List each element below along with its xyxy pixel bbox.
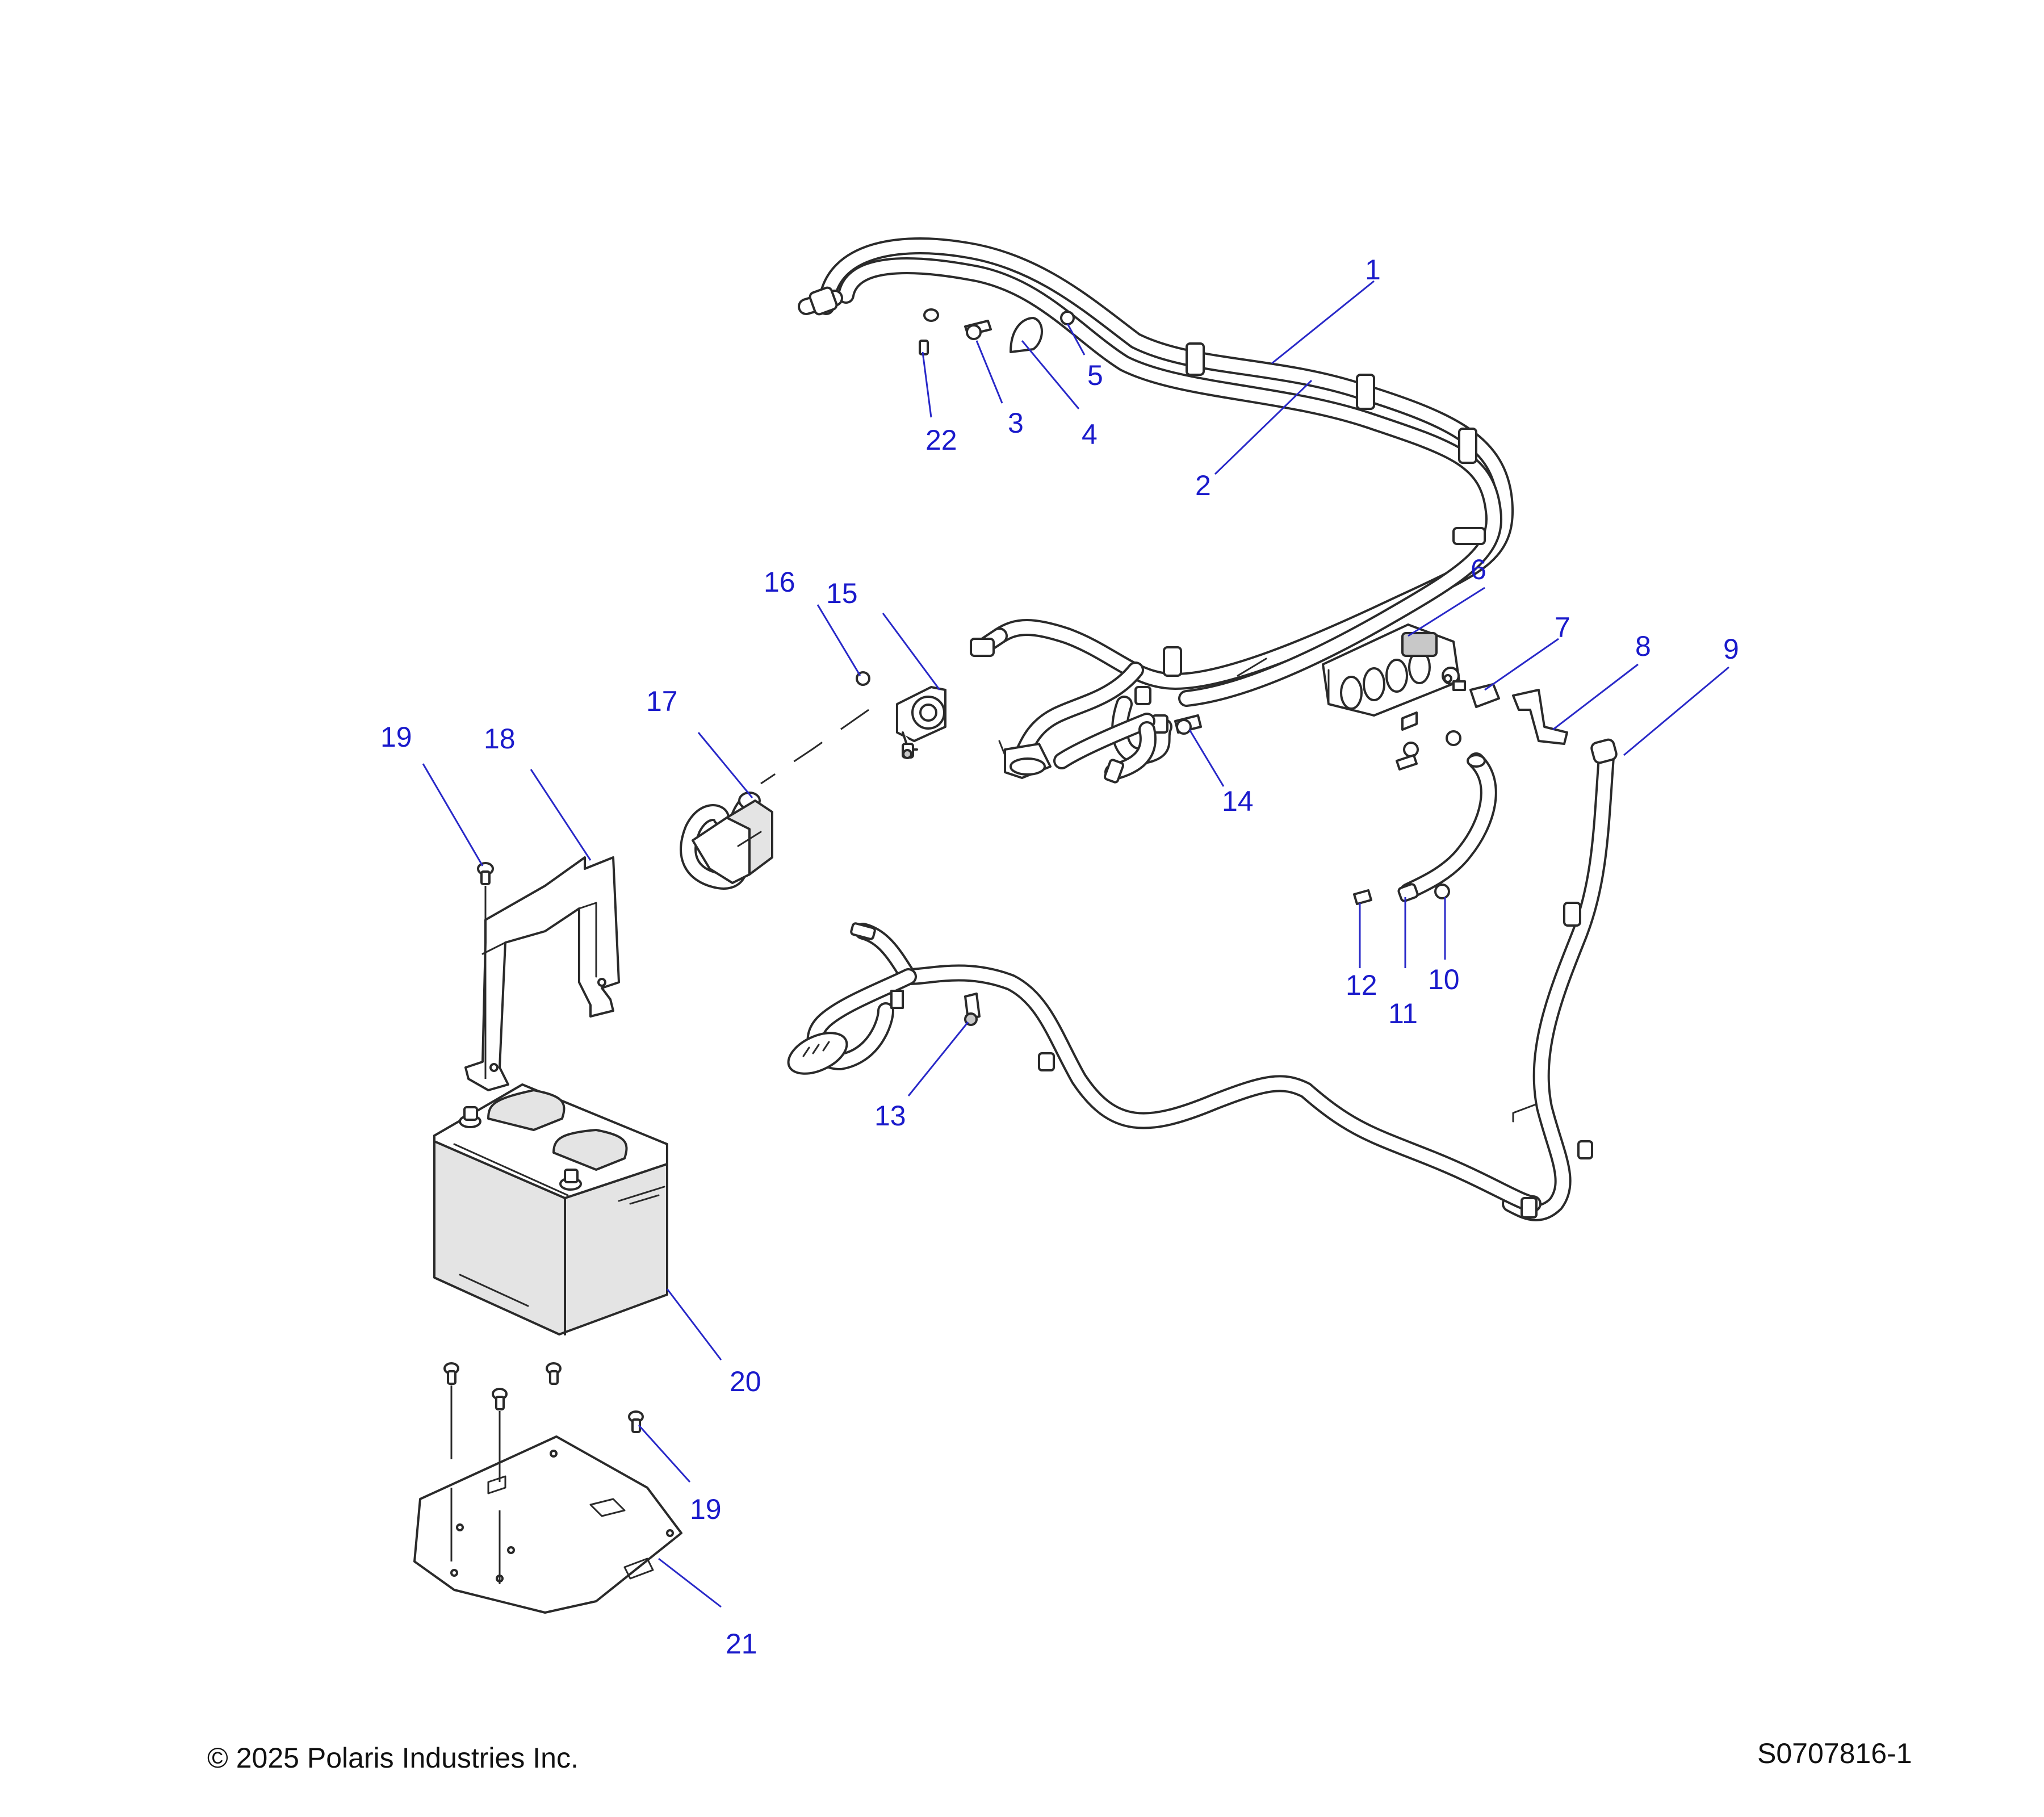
callout-12: 12: [1346, 969, 1377, 1001]
leader-lines: [422, 280, 1729, 1608]
pin-22: [919, 340, 929, 355]
battery-cable-9: [1502, 738, 1618, 1221]
callout-15: 15: [826, 577, 858, 609]
callout-4: 4: [1082, 418, 1098, 450]
callout-16: 16: [764, 566, 795, 598]
callout-21: 21: [726, 1628, 757, 1660]
copyright-text: © 2025 Polaris Industries Inc.: [207, 1742, 579, 1774]
callout-numbers: 1 2 3 4 5 6 7 8 9 10 11 12 13 14 15 16 1…: [380, 254, 1739, 1660]
callout-20: 20: [730, 1366, 761, 1397]
callout-10: 10: [1428, 964, 1460, 995]
callout-14: 14: [1222, 785, 1254, 817]
callout-11: 11: [1388, 998, 1418, 1029]
nut-5: [1060, 311, 1075, 325]
callout-5: 5: [1087, 359, 1103, 391]
callout-18: 18: [484, 723, 516, 755]
callout-13: 13: [874, 1100, 906, 1132]
power-distribution-block: [1322, 623, 1466, 771]
battery-20: [433, 1083, 668, 1335]
main-harness: [798, 237, 1514, 779]
callout-3: 3: [1008, 407, 1024, 439]
connector-7: [1469, 683, 1500, 708]
clamp-4: [1010, 317, 1043, 353]
ground-cable-11: [1397, 752, 1497, 902]
screw-12: [1353, 889, 1372, 905]
tray-bolts: [443, 1362, 644, 1584]
battery-hold-down-18: [464, 856, 620, 1091]
callout-6: 6: [1471, 554, 1486, 585]
callout-8: 8: [1635, 630, 1651, 662]
callout-1: 1: [1365, 254, 1381, 286]
callout-7: 7: [1555, 612, 1570, 643]
nut-10: [1434, 884, 1450, 899]
battery-tray-21: [413, 1435, 682, 1614]
callout-9: 9: [1723, 633, 1739, 665]
cable-bracket-17: [680, 792, 773, 890]
nut-small: [923, 308, 939, 322]
solenoid-15: [896, 686, 946, 759]
callout-19: 19: [380, 721, 412, 753]
callout-2: 2: [1195, 470, 1211, 501]
callout-19-lower: 19: [690, 1493, 722, 1525]
diagram-id: S0707816-1: [1757, 1738, 1912, 1769]
harness-13: [787, 922, 1542, 1219]
callout-17: 17: [646, 685, 678, 717]
callout-22: 22: [925, 424, 957, 456]
bracket-8: [1512, 689, 1568, 745]
top-hardware: [919, 308, 1075, 355]
connector-cluster-14: [1053, 713, 1202, 784]
bolt-19-upper: [477, 862, 494, 1079]
